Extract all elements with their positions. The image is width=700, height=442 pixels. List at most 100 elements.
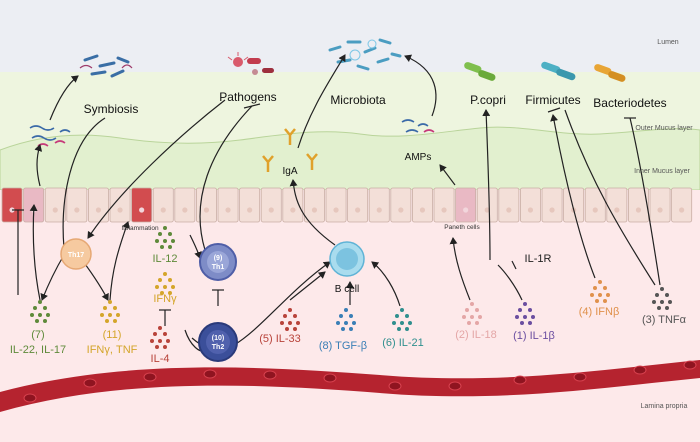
lamina-propria-label: Lamina propria [641, 403, 688, 410]
pathogens-icon [227, 52, 274, 75]
il12-dot [168, 245, 172, 249]
epithelial-cell [498, 187, 520, 223]
ifnb-dot [606, 293, 610, 297]
il22-il17-dot [46, 313, 50, 317]
cell-nucleus [441, 207, 447, 213]
cell-nucleus [484, 207, 490, 213]
il21-dot [392, 321, 396, 325]
il12-label: IL-12 [152, 253, 177, 265]
cell-nucleus [225, 207, 231, 213]
epithelial-cell [109, 187, 131, 223]
cell-nucleus [268, 207, 274, 213]
amps-bacteria-icon [401, 119, 435, 133]
cytokine-7-label: IL-22, IL-17 [10, 344, 66, 356]
il21-dot [395, 314, 399, 318]
tgfb-dot [352, 321, 356, 325]
cell-nucleus [182, 207, 188, 213]
red-blood-cell [448, 381, 462, 391]
bacteriodetes-icon [594, 64, 626, 82]
ifnb-dot [603, 299, 607, 303]
epithelial-cell [303, 187, 325, 223]
ifnb-dot [593, 286, 597, 290]
epithelial-cell [260, 187, 282, 223]
cell-nucleus [679, 207, 685, 213]
il18-dot [470, 302, 474, 306]
cell-nucleus [139, 207, 145, 213]
ifnb-dot [598, 280, 602, 284]
cell-nucleus [592, 207, 598, 213]
tnfa-dot [665, 306, 669, 310]
epithelial-cell [649, 187, 671, 223]
blood-vessel [0, 360, 700, 412]
epithelial-cell [671, 187, 693, 223]
firmicutes-icon [541, 61, 576, 81]
il1b-dot [528, 308, 532, 312]
ifng-dot [168, 278, 172, 282]
epithelial-cell [368, 187, 390, 223]
epithelial-cell [476, 187, 498, 223]
il4-label: IL-4 [151, 353, 170, 365]
red-blood-cell [683, 360, 697, 370]
th2-label: Th2 [212, 344, 225, 351]
cytokine-2-label: (2) IL-18 [455, 329, 497, 341]
il4-dot [150, 339, 154, 343]
tgfb-dot [344, 308, 348, 312]
th2-cell: (10) Th2 [198, 322, 238, 362]
cell-nucleus [160, 207, 166, 213]
cell-nucleus [527, 207, 534, 213]
iga-label: IgA [282, 166, 297, 177]
il22-il17-dot [43, 319, 47, 323]
epithelial-cell [325, 187, 347, 223]
tnfa-dot [660, 287, 664, 291]
symbiosis-bacteria-icon [79, 54, 133, 78]
tgfb-dot [349, 327, 353, 331]
outer-mucus-label: Outer Mucus layer [635, 125, 693, 132]
symbiosis-label: Symbiosis [84, 102, 139, 116]
inner-mucus-label: Inner Mucus layer [634, 168, 690, 175]
il21-dot [400, 321, 404, 325]
cell-nucleus [95, 207, 102, 213]
ifng-dot [160, 291, 164, 295]
il21-dot [400, 308, 404, 312]
th1-cell: (9) Th1 [199, 243, 237, 281]
cytokine-6-label: (6) IL-21 [382, 337, 424, 349]
epithelial-cell [66, 187, 88, 223]
tnfa-dot [652, 300, 656, 304]
cell-nucleus [398, 207, 404, 213]
microbiota-label: Microbiota [330, 93, 386, 107]
th1-number: (9) [214, 255, 223, 262]
epithelial-cell-row [1, 187, 693, 223]
inflamed-cell [1, 187, 23, 223]
epithelial-cell [88, 187, 109, 223]
cell-nucleus [311, 207, 318, 213]
ifng-dot [171, 285, 175, 289]
p-copri-label: P.copri [470, 93, 506, 107]
epithelial-cell [541, 187, 563, 223]
epithelial-cell [174, 187, 196, 223]
il18-dot [478, 315, 482, 319]
cell-nucleus [355, 207, 361, 213]
epithelial-cell [584, 187, 606, 223]
il1b-dot [520, 321, 524, 325]
pathogens-label: Pathogens [219, 90, 276, 104]
il4-dot [166, 339, 170, 343]
cytokine-1-label: (1) IL-1β [513, 330, 555, 342]
epithelial-cell [282, 187, 304, 223]
iga-antibody-icon [262, 128, 318, 172]
il21-dot [405, 327, 409, 331]
il1b-dot [531, 315, 535, 319]
il12-dot [168, 232, 172, 236]
tgfb-dot [341, 327, 345, 331]
paneth-cells-label: Paneth cells [444, 224, 480, 231]
ifng-dot [163, 285, 167, 289]
epithelial-cell [606, 187, 628, 223]
il18-dot [462, 315, 466, 319]
tgfb-dot [339, 314, 343, 318]
il18-dot [465, 308, 469, 312]
b-cell [329, 241, 365, 277]
il33-dot [296, 321, 300, 325]
lumen-label: Lumen [657, 39, 679, 46]
il33-dot [293, 327, 297, 331]
il1b-dot [515, 315, 519, 319]
il33-dot [288, 321, 292, 325]
